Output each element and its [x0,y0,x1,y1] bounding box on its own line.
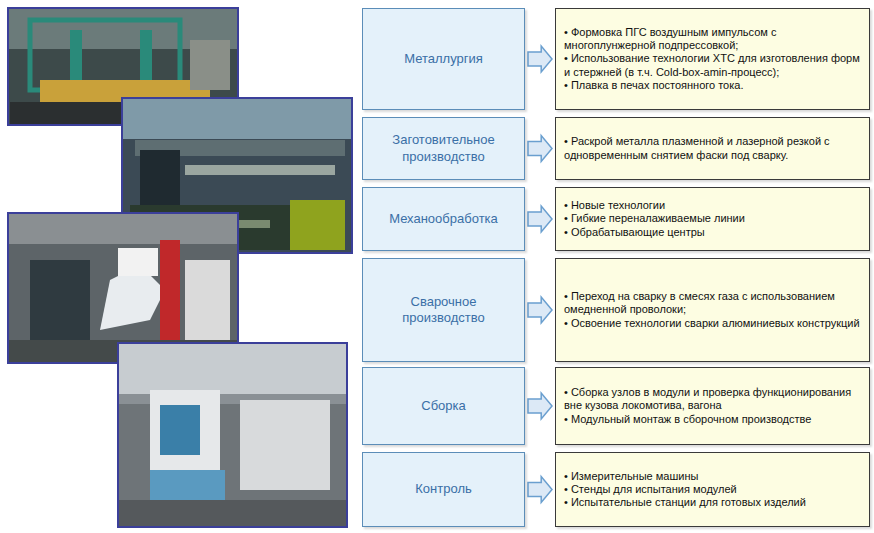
block-arrow [528,46,552,72]
process-box: Контроль [362,452,525,527]
bullet-item: • Измерительные машины [564,470,863,483]
description-box: • Формовка ПГС воздушным импульсом с мно… [555,8,870,110]
block-arrow [528,477,552,503]
bullet-item: • Испытательные станции для готовых изде… [564,496,863,509]
block-arrow [528,297,552,323]
bullet-item: • Стенды для испытания модулей [564,483,863,496]
bullet-item: • Переход на сварку в смесях газа с испо… [564,290,863,316]
bullet-item: • Раскрой металла плазменной и лазерной … [564,135,863,161]
process-box: Металлургия [362,8,525,110]
description-box: • Измерительные машины• Стенды для испыт… [555,452,870,527]
block-arrow [528,136,552,162]
bullet-item: • Формовка ПГС воздушным импульсом с мно… [564,26,863,52]
description-box: • Сборка узлов в модули и проверка функц… [555,367,870,445]
bullet-item: • Плавка в печах постоянного тока. [564,79,863,92]
process-box: Сварочное производство [362,258,525,362]
photo-machining-centre [118,343,347,527]
process-label: Заготовительное производство [369,132,518,165]
process-box: Сборка [362,367,525,445]
bullet-item: • Модульный монтаж в сборочном производс… [564,413,863,426]
photo-welding-robot [8,213,238,363]
process-label: Сварочное производство [369,294,518,327]
block-arrow [528,393,552,419]
process-box: Заготовительное производство [362,117,525,180]
bullet-item: • Сборка узлов в модули и проверка функц… [564,386,863,412]
process-label: Контроль [415,481,471,497]
block-arrow [528,206,552,232]
bullet-item: • Гибкие переналаживаемые линии [564,212,863,225]
process-label: Механообработка [389,211,498,227]
process-label: Металлургия [404,51,483,67]
bullet-item: • Освоение технологии сварки алюминиевых… [564,317,863,330]
description-box: • Раскрой металла плазменной и лазерной … [555,117,870,180]
bullet-item: • Обрабатывающие центры [564,226,863,239]
bullet-item: • Использование технологии ХТС для изгот… [564,52,863,78]
process-box: Механообработка [362,187,525,251]
description-box: • Новые технологии• Гибкие переналаживае… [555,187,870,251]
bullet-item: • Новые технологии [564,199,863,212]
process-label: Сборка [421,398,466,414]
description-box: • Переход на сварку в смесях газа с испо… [555,258,870,362]
